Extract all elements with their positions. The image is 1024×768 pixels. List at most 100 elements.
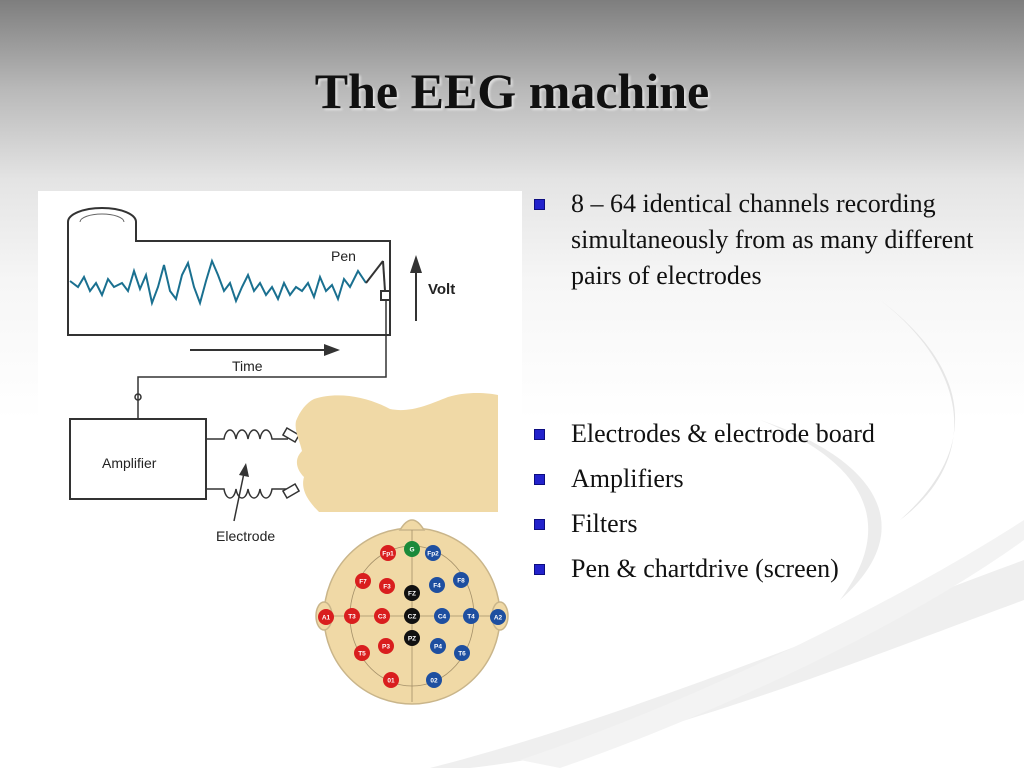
electrode-label: C4 <box>438 613 447 620</box>
eeg-trace <box>69 258 367 307</box>
connector-icon <box>134 393 142 401</box>
bullet-square-icon <box>534 429 545 440</box>
electrode-t6: T6 <box>454 645 470 661</box>
electrode-dot <box>425 545 441 561</box>
electrode-p4: P4 <box>430 638 446 654</box>
bullet-text: Pen & chartdrive (screen) <box>571 554 839 583</box>
electrode-label: G <box>409 546 414 553</box>
electrode-dot <box>434 608 450 624</box>
electrode-pointer-icon <box>239 463 249 477</box>
electrode-label: F7 <box>359 578 367 585</box>
electrode-label: C3 <box>378 613 387 620</box>
electrode-f4: F4 <box>429 577 445 593</box>
electrode-label: A2 <box>494 614 503 621</box>
bullet-text: Electrodes & electrode board <box>571 419 875 448</box>
electrode-icon <box>281 427 301 443</box>
bullet-square-icon <box>534 519 545 530</box>
time-label: Time <box>232 358 263 374</box>
electrode-dot <box>426 672 442 688</box>
electrode-dot <box>404 630 420 646</box>
electrode-label: 01 <box>387 677 395 684</box>
electrode-dot <box>355 573 371 589</box>
electrode-dot <box>404 585 420 601</box>
electrode-dot <box>380 545 396 561</box>
bullet-text: 8 – 64 identical channels recording simu… <box>571 189 974 290</box>
bullet-text: Filters <box>571 509 638 538</box>
amplifier-label: Amplifier <box>102 455 157 471</box>
electrode-dot <box>404 541 420 557</box>
electrode-dot <box>453 572 469 588</box>
bullet-item: Pen & chartdrive (screen) <box>533 551 1013 587</box>
electrode-p3: P3 <box>378 638 394 654</box>
bullet-list: 8 – 64 identical channels recording simu… <box>533 186 1013 587</box>
pen-label: Pen <box>331 248 356 264</box>
bullet-square-icon <box>534 474 545 485</box>
time-arrow-icon <box>324 344 340 356</box>
volt-arrow-icon <box>410 255 422 273</box>
electrode-t4: T4 <box>463 608 479 624</box>
electrode-c4: C4 <box>434 608 450 624</box>
electrode-label: P4 <box>434 643 442 650</box>
bullet-item: Electrodes & electrode board <box>533 416 1013 452</box>
electrode-t3: T3 <box>344 608 360 624</box>
electrode-f8: F8 <box>453 572 469 588</box>
electrode-dot <box>318 609 334 625</box>
electrode-01: 01 <box>383 672 399 688</box>
electrode-g: G <box>404 541 420 557</box>
electrode-label: CZ <box>408 613 417 620</box>
electrode-f3: F3 <box>379 578 395 594</box>
nose-icon <box>398 519 426 531</box>
bullet-text: Amplifiers <box>571 464 684 493</box>
electrode-label: Fp1 <box>382 550 394 557</box>
electrode-label: T6 <box>458 650 466 657</box>
eeg-machine-diagram: Pen Volt Time Amplifier Electrode <box>38 191 522 547</box>
bullet-item: Amplifiers <box>533 461 1013 497</box>
electrode-fp1: Fp1 <box>380 545 396 561</box>
electrode-dot <box>404 608 420 624</box>
electrode-c3: C3 <box>374 608 390 624</box>
electrode-dot <box>430 638 446 654</box>
amplifier-box <box>69 418 207 500</box>
electrode-lead <box>206 429 288 440</box>
electrode-icon <box>281 483 301 499</box>
electrode-label: F8 <box>457 577 465 584</box>
volt-label: Volt <box>428 281 455 298</box>
electrode-dot <box>383 672 399 688</box>
electrode-label: F3 <box>383 583 391 590</box>
electrode-label: T4 <box>467 613 475 620</box>
electrode-lead <box>206 488 288 499</box>
bullet-square-icon <box>534 564 545 575</box>
bullet-item: Filters <box>533 506 1013 542</box>
electrode-label: A1 <box>322 614 331 621</box>
electrode-label: PZ <box>408 635 416 642</box>
electrode-dot <box>490 609 506 625</box>
pen-arm <box>365 260 384 284</box>
electrode-a1: A1 <box>318 609 334 625</box>
electrode-fz: FZ <box>404 585 420 601</box>
electrode-label: T3 <box>348 613 356 620</box>
electrode-02: 02 <box>426 672 442 688</box>
electrode-cz: CZ <box>404 608 420 624</box>
head-silhouette <box>295 393 498 513</box>
electrode-dot <box>454 645 470 661</box>
electrode-dot <box>344 608 360 624</box>
electrode-label: T5 <box>358 650 366 657</box>
pen-tip-icon <box>380 290 391 301</box>
electrode-label: P3 <box>382 643 390 650</box>
electrode-label: Fp2 <box>427 550 439 557</box>
electrode-dot <box>379 578 395 594</box>
electrode-fp2: Fp2 <box>425 545 441 561</box>
chart-paper <box>67 222 391 336</box>
bullet-square-icon <box>534 199 545 210</box>
electrode-dot <box>354 645 370 661</box>
electrode-dot <box>378 638 394 654</box>
electrode-label: FZ <box>408 590 416 597</box>
electrode-dot <box>429 577 445 593</box>
electrode-a2: A2 <box>490 609 506 625</box>
bullet-item: 8 – 64 identical channels recording simu… <box>533 186 1013 294</box>
electrode-label: Electrode <box>216 528 275 544</box>
electrode-f7: F7 <box>355 573 371 589</box>
electrode-label: 02 <box>430 677 438 684</box>
